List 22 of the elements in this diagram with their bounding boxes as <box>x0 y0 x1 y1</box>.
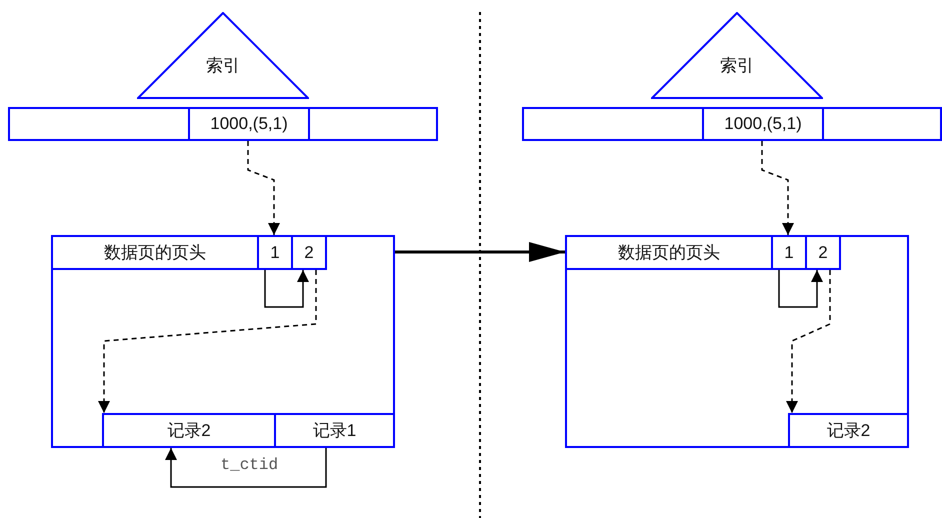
index-cell <box>8 107 190 141</box>
index-triangle: 索引 <box>137 12 309 99</box>
index-cell <box>822 107 942 141</box>
data-page-box <box>565 235 909 448</box>
index-cell: 1000,(5,1) <box>702 107 824 141</box>
record-cell: 记录2 <box>102 413 276 448</box>
pointer-arrow <box>761 141 794 235</box>
pointer-arrow <box>247 141 280 235</box>
pointer-arrow <box>98 270 317 413</box>
page-header-cell: 2 <box>291 235 327 270</box>
record-cell: 记录2 <box>788 413 909 448</box>
arrow <box>264 270 309 308</box>
index-cell: 1000,(5,1) <box>188 107 310 141</box>
index-cell <box>308 107 438 141</box>
pointer-arrow <box>786 270 831 413</box>
page-header-cell: 2 <box>805 235 841 270</box>
index-triangle: 索引 <box>651 12 823 99</box>
transition-arrow <box>395 242 565 262</box>
index-cell <box>522 107 704 141</box>
arrow <box>165 448 327 488</box>
data-page-box <box>51 235 395 448</box>
arrow <box>778 270 823 308</box>
